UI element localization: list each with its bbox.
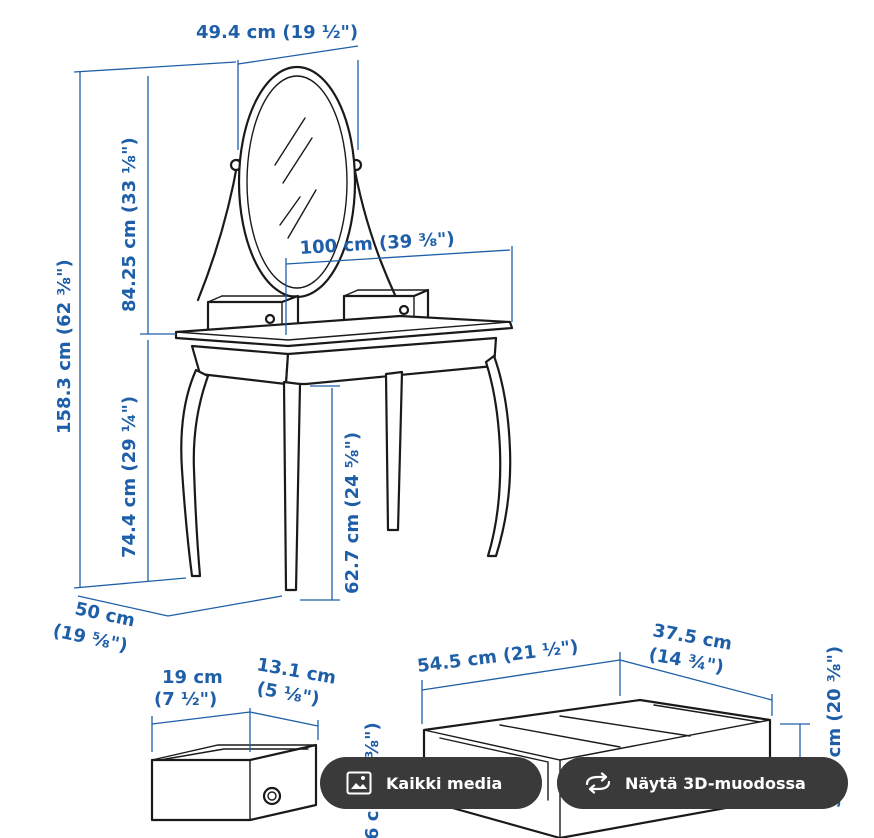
mirror-width-label: 49.4 cm (19 ½") — [196, 22, 358, 43]
rotate-3d-icon — [583, 768, 613, 798]
image-gallery-icon — [344, 768, 374, 798]
view-3d-label: Näytä 3D-muodossa — [625, 773, 806, 793]
leg-height-label: 62.7 cm (24 ⅝") — [342, 432, 363, 594]
all-media-label: Kaikki media — [386, 773, 503, 793]
dimension-lines — [73, 45, 810, 760]
mirror-height-label: 84.25 cm (33 ⅛") — [119, 137, 140, 312]
big-drawer-width-label: 54.5 cm (21 ½") — [416, 636, 580, 677]
total-height-label: 158.3 cm (62 ⅜") — [54, 259, 75, 434]
all-media-button[interactable]: Kaikki media — [320, 757, 542, 809]
view-3d-button[interactable]: Näytä 3D-muodossa — [557, 757, 848, 809]
dressing-table-illustration — [150, 65, 772, 838]
small-drawer-width-in-label: (7 ½") — [154, 689, 217, 710]
table-height-label: 74.4 cm (29 ¼") — [119, 396, 140, 558]
small-drawer-width-cm-label: 19 cm — [162, 667, 223, 688]
